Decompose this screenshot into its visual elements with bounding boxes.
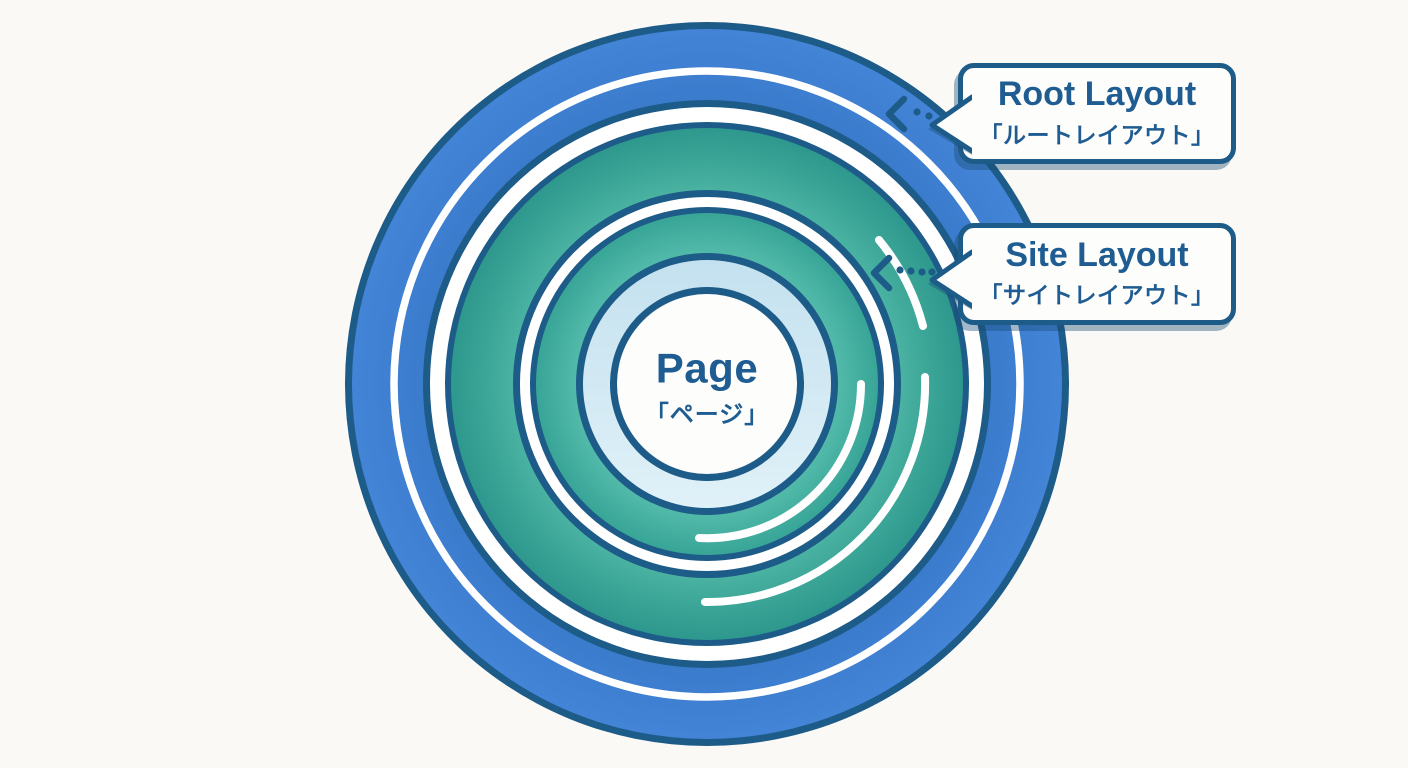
root-ring-highlight-arc [390, 67, 1024, 701]
root-layout-label-en: Root Layout [997, 75, 1197, 114]
callout-tail-icon [928, 94, 972, 155]
site-layout-label-ja: 「サイトレイアウト」 [979, 282, 1215, 309]
site-layout-callout: Site Layout 「サイトレイアウト」 [928, 223, 1236, 325]
root-layout-arrow-icon [885, 95, 908, 133]
root-layout-callout: Root Layout 「ルートレイアウト」 [928, 63, 1236, 164]
site-ring-highlight-arc-upper [875, 236, 927, 330]
site-layout-arrow-dots [896, 266, 936, 276]
callout-tail-icon [928, 249, 972, 310]
site-layout-arrow-icon [870, 254, 893, 292]
site-layout-label-en: Site Layout [1005, 235, 1189, 274]
root-layout-label-ja: 「ルートレイアウト」 [979, 121, 1215, 148]
page-circle [617, 294, 797, 474]
inner-ring-highlight-arc [695, 380, 866, 543]
site-ring-highlight-arc-lower [701, 373, 930, 607]
root-layout-arrow-dots [913, 108, 933, 120]
